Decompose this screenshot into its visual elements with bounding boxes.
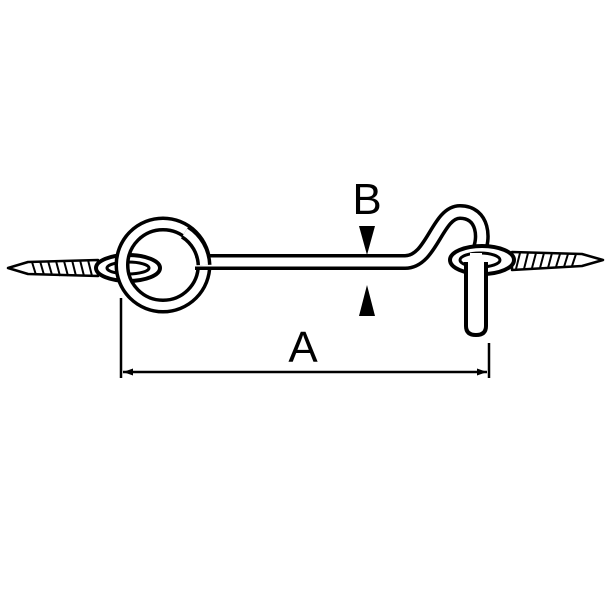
hook-tip	[464, 253, 488, 337]
right-screw-shank	[510, 250, 605, 272]
arrow-b-bottom	[359, 285, 375, 316]
arrow-b-top	[359, 226, 375, 255]
dimension-a: A	[119, 298, 491, 378]
hook-bar	[180, 204, 490, 270]
dimension-b: B	[352, 175, 382, 316]
dimension-label-a: A	[288, 323, 318, 372]
left-screw-shank	[6, 258, 100, 278]
dimension-label-b: B	[352, 175, 381, 224]
